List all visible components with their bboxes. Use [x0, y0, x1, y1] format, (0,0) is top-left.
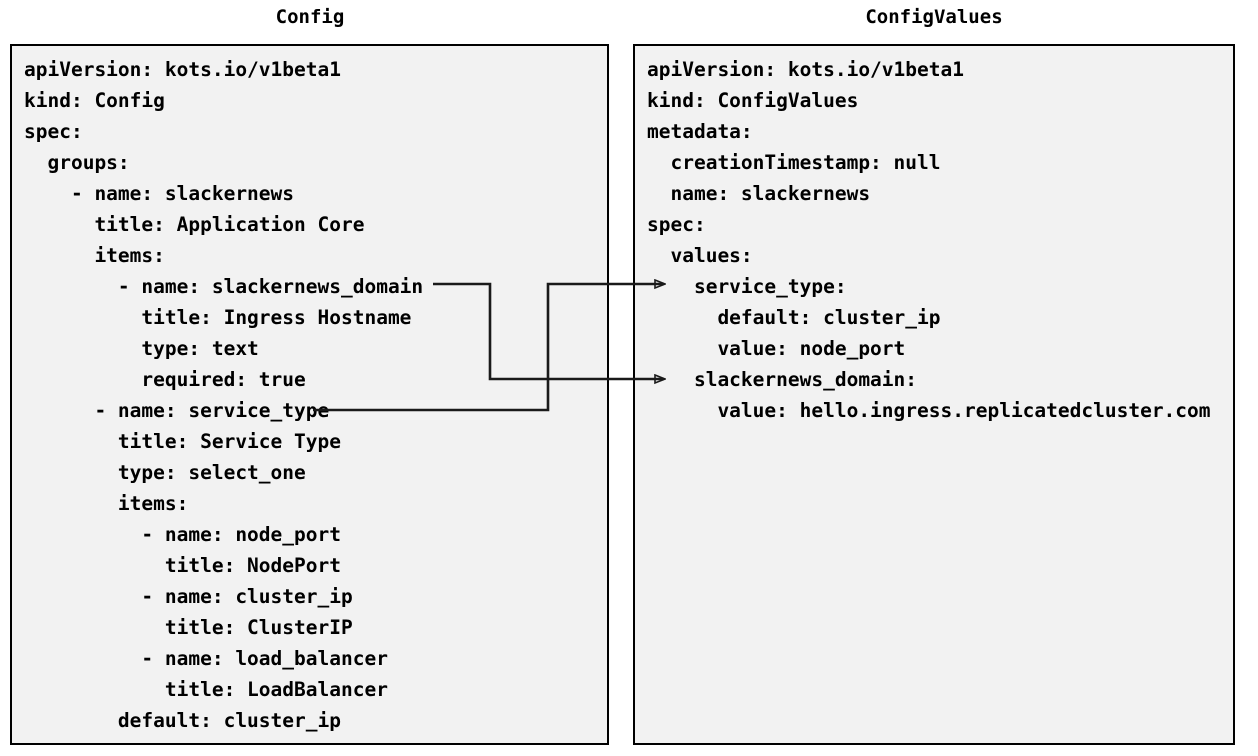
config-panel: apiVersion: kots.io/v1beta1 kind: Config… [10, 44, 609, 745]
configvalues-yaml-text: apiVersion: kots.io/v1beta1 kind: Config… [647, 58, 1211, 422]
config-yaml-text: apiVersion: kots.io/v1beta1 kind: Config… [24, 58, 424, 732]
configvalues-panel: apiVersion: kots.io/v1beta1 kind: Config… [633, 44, 1235, 745]
config-panel-title: Config [275, 6, 345, 28]
configvalues-panel-title: ConfigValues [865, 6, 1003, 28]
